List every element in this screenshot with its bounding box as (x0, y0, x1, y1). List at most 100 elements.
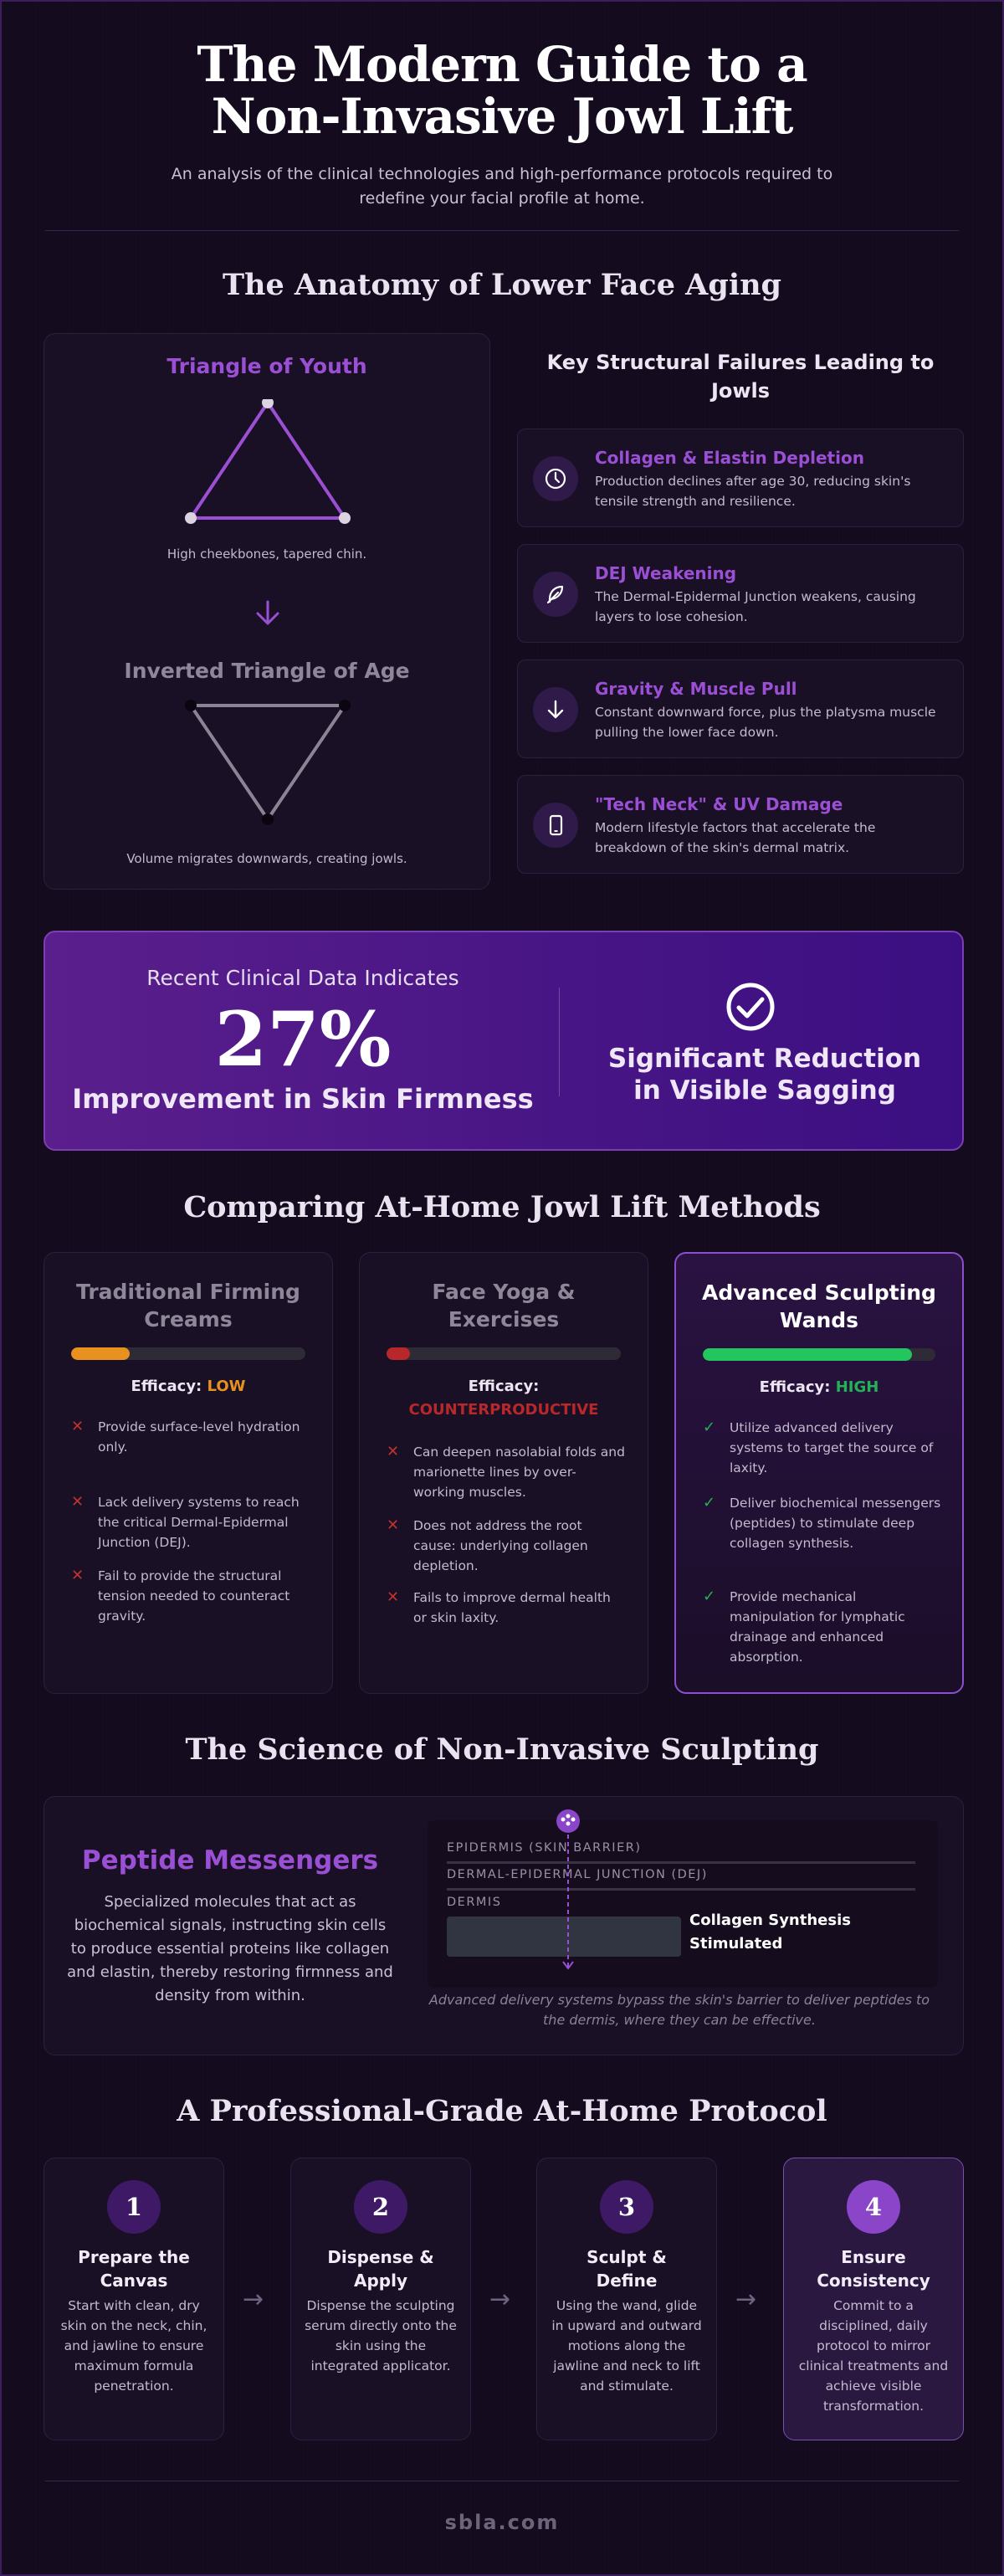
layer-line-dej (447, 1888, 915, 1891)
failure-desc: Modern lifestyle factors that accelerate… (595, 820, 876, 855)
arrow-right-icon: → (243, 2285, 264, 2314)
step-number: 2 (354, 2180, 407, 2234)
step-title-line-1: Dispense & (327, 2247, 434, 2267)
title-line-1: The Modern Guide to a (197, 36, 807, 93)
phone-icon-badge (533, 803, 578, 848)
age-triangle-title: Inverted Triangle of Age (124, 659, 410, 683)
step-title-line-1: Prepare the (78, 2247, 190, 2267)
footer-site-link[interactable]: sbla.com (444, 2511, 560, 2534)
list-item: ✕Can deepen nasolabial folds and marione… (387, 1442, 628, 1502)
efficacy-value: COUNTERPRODUCTIVE (408, 1401, 599, 1419)
method-title: Traditional Firming Creams (44, 1278, 332, 1333)
efficacy-line: Efficacy: COUNTERPRODUCTIVE (360, 1375, 648, 1422)
check-badge-icon (726, 983, 775, 1031)
target-label-line-2: Stimulated (689, 1935, 783, 1953)
anatomy-section-title: The Anatomy of Lower Face Aging (222, 268, 782, 302)
efficacy-bar (387, 1347, 621, 1360)
clock-icon-badge (533, 456, 578, 501)
science-body: Specialized molecules that act as bioche… (67, 1893, 393, 2004)
failure-desc: The Dermal-Epidermal Junction weakens, c… (595, 589, 916, 624)
feather-icon-badge (533, 572, 578, 617)
stats-value-label: Improvement in Skin Firmness (72, 1083, 534, 1115)
protocol-step-2: 2 Dispense & Apply Dispense the sculpting… (290, 2158, 471, 2440)
x-mark-icon: ✕ (387, 1588, 400, 1606)
phone-icon (549, 814, 563, 836)
caption-line-1: Advanced delivery systems bypass the ski… (428, 1992, 930, 2008)
list-item-text: Does not address the root cause: underly… (413, 1518, 588, 1573)
protocol-step-3: 3 Sculpt & Define Using the wand, glide i… (536, 2158, 717, 2440)
youth-triangle-diagram (185, 399, 351, 524)
feather-icon (546, 585, 564, 604)
efficacy-line: Efficacy: LOW (44, 1375, 332, 1398)
stats-right-line-1: Significant Reduction (607, 1044, 922, 1074)
step-title-line-2: Apply (353, 2271, 407, 2291)
list-item: ✕Fail to provide the structural tension … (71, 1566, 312, 1626)
divider (45, 230, 959, 231)
protocol-section-title: A Professional-Grade At-Home Protocol (177, 2094, 827, 2128)
page-subtitle: An analysis of the clinical technologies… (171, 165, 833, 208)
arrow-down-icon (256, 600, 279, 625)
list-item: ✕Provide surface-level hydration only. (71, 1417, 312, 1457)
arrow-down-icon-badge (533, 687, 578, 732)
step-title-line-1: Sculpt & (587, 2247, 667, 2267)
methods-section-title: Comparing At-Home Jowl Lift Methods (183, 1190, 821, 1224)
step-desc: Dispense the sculpting serum directly on… (305, 2298, 457, 2373)
list-item: ✓ Deliver biochemical messengers (peptide… (703, 1493, 942, 1553)
step-title: Dispense & Apply (300, 2245, 462, 2292)
method-title-line-1: Advanced Sculpting (702, 1280, 936, 1305)
caption-line-2: the dermis, where they can be effective. (543, 2012, 816, 2028)
efficacy-prefix: Efficacy: (131, 1378, 202, 1395)
youth-triangle-title: Triangle of Youth (166, 354, 367, 378)
x-mark-icon: ✕ (387, 1516, 400, 1534)
step-number: 3 (600, 2180, 653, 2234)
step-title-line-2: Define (596, 2271, 658, 2291)
arrow-right-icon: → (735, 2285, 757, 2314)
stats-right-text: Significant Reduction in Visible Sagging (581, 1043, 949, 1106)
collagen-synthesis-label: Collagen Synthesis Stimulated (689, 1909, 851, 1956)
layer-label-dej: DERMAL-EPIDERMAL JUNCTION (DEJ) (447, 1868, 708, 1881)
list-item: ✓Utilize advanced delivery systems to ta… (703, 1418, 942, 1478)
check-mark-icon: ✓ (703, 1494, 716, 1511)
step-title-line-1: Ensure (841, 2247, 906, 2267)
list-item: ✕ Lack delivery systems to reach the crit… (71, 1492, 312, 1552)
list-item: ✕Fails to improve dermal health or skin … (387, 1588, 628, 1628)
method-title-line-1: Face Yoga & (432, 1280, 576, 1304)
list-item-text: Utilize advanced delivery systems to tar… (730, 1420, 934, 1475)
clock-icon (545, 468, 566, 490)
x-mark-icon: ✕ (387, 1443, 400, 1460)
step-title-line-2: Consistency (817, 2271, 930, 2291)
efficacy-bar (71, 1347, 305, 1360)
failure-title: Collagen & Elastin Depletion (595, 448, 864, 468)
list-item: ✓Provide mechanical manipulation for lym… (703, 1587, 942, 1667)
failure-title: "Tech Neck" & UV Damage (595, 794, 843, 814)
list-item-text: Lack delivery systems to reach the criti… (98, 1495, 300, 1550)
banner-divider (559, 988, 560, 1096)
layer-line-epidermis (447, 1861, 915, 1864)
list-item-text: Provide surface-level hydration only. (98, 1419, 300, 1455)
efficacy-prefix: Efficacy: (759, 1378, 831, 1396)
arrow-right-icon: → (489, 2285, 511, 2314)
failure-card-tech-neck: "Tech Neck" & UV Damage Modern lifestyle… (517, 775, 964, 874)
age-triangle-diagram (185, 700, 351, 825)
efficacy-line: Efficacy: HIGH (676, 1376, 962, 1399)
step-desc: Commit to a disciplined, daily protocol … (798, 2298, 949, 2414)
failure-card-dej: DEJ Weakening The Dermal-Epidermal Junct… (517, 544, 964, 643)
page-title: The Modern Guide to a Non-Invasive Jowl … (2, 38, 1002, 142)
age-triangle-caption: Volume migrates downwards, creating jowl… (126, 851, 407, 866)
check-mark-icon: ✓ (703, 1588, 716, 1605)
science-caption-text: Advanced delivery systems bypass the ski… (420, 1990, 939, 2030)
step-desc: Using the wand, glide in upward and outw… (551, 2298, 702, 2394)
stats-right-line-2: in Visible Sagging (633, 1075, 896, 1106)
step-title: Sculpt & Define (546, 2245, 708, 2292)
triangle-comparison-card: Triangle of Youth High cheekbones, taper… (44, 333, 490, 890)
science-heading: Peptide Messengers (81, 1845, 379, 1876)
method-title: Advanced Sculpting Wands (676, 1279, 962, 1334)
list-item-text: Deliver biochemical messengers (peptides… (730, 1496, 941, 1551)
step-desc: Start with clean, dry skin on the neck, … (60, 2298, 207, 2394)
x-mark-icon: ✕ (71, 1493, 85, 1511)
target-label-line-1: Collagen Synthesis (689, 1911, 851, 1929)
